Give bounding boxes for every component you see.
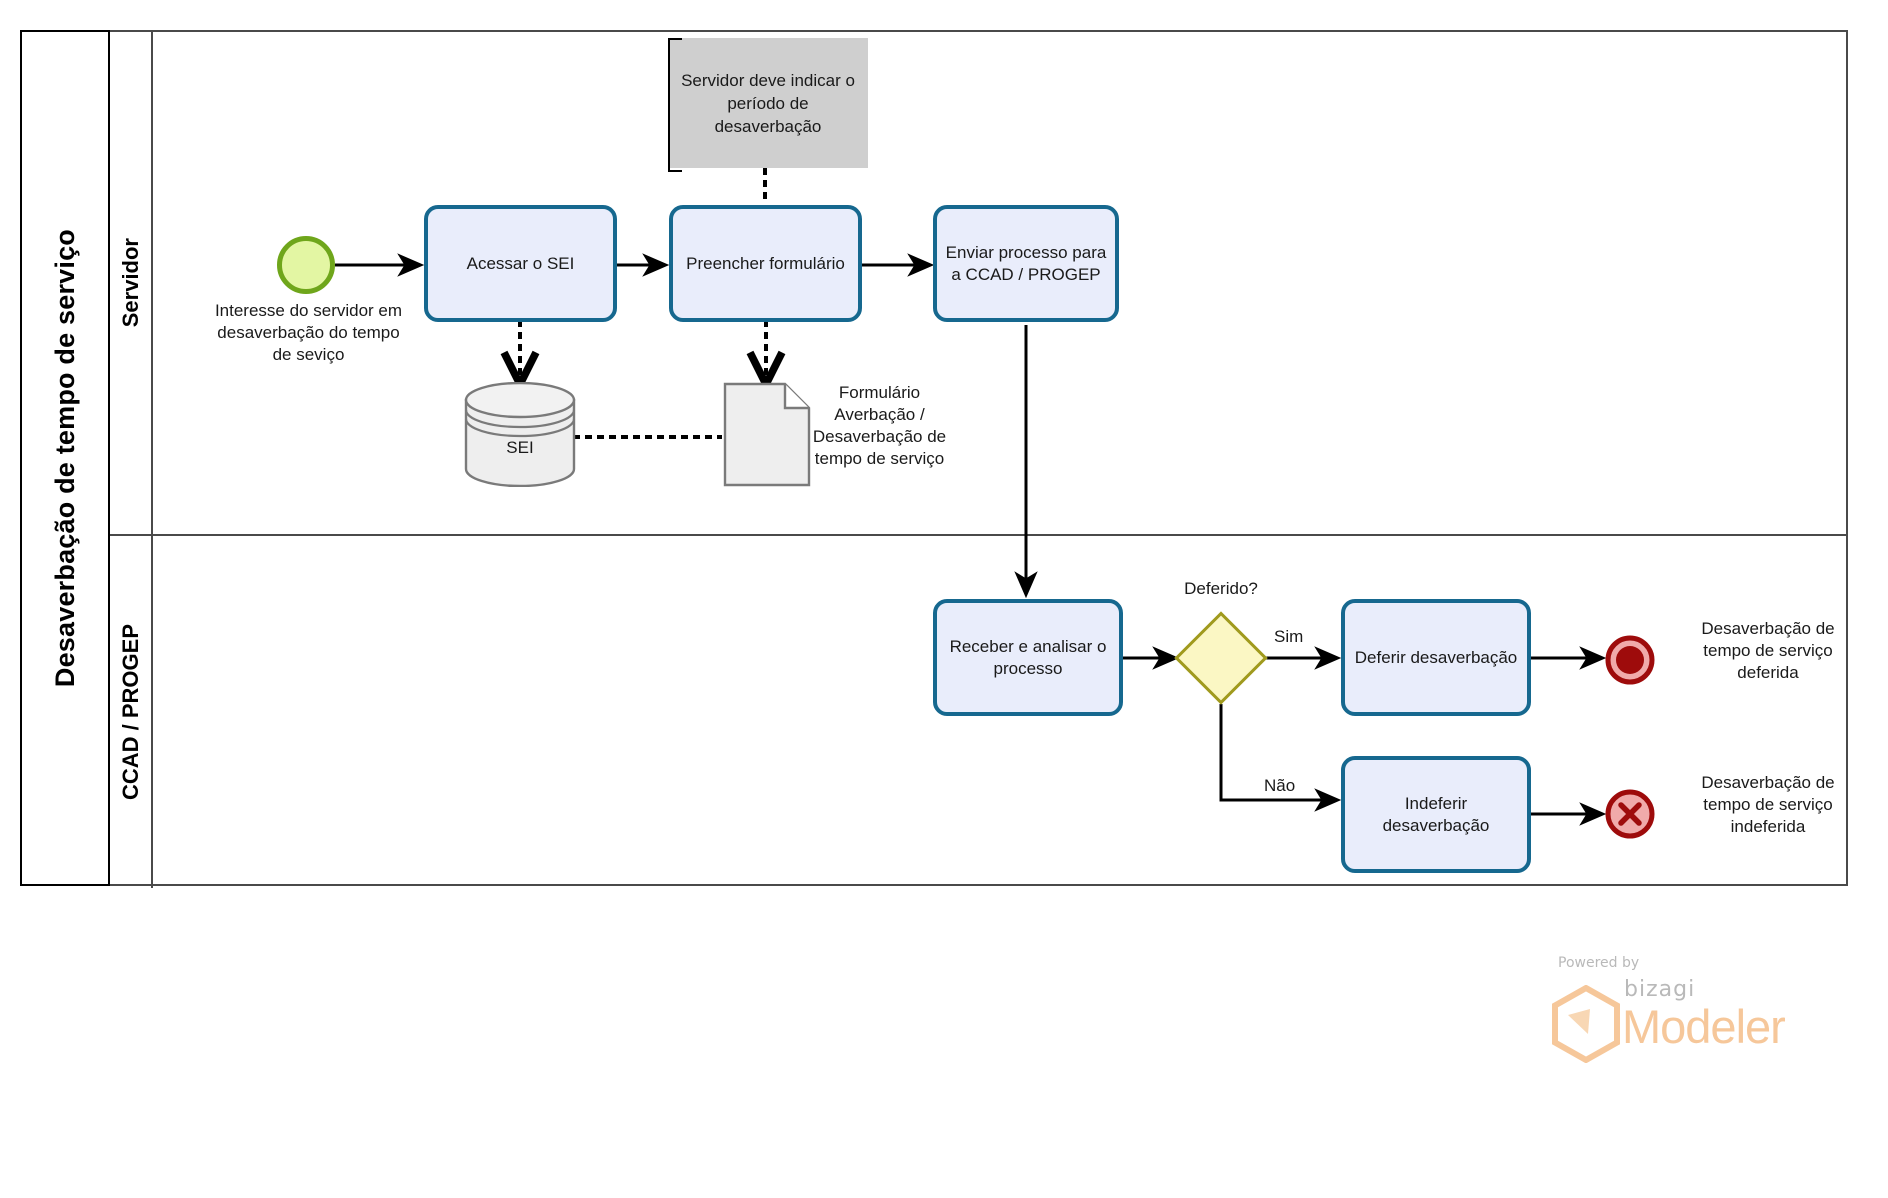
watermark-product: Modeler: [1622, 1000, 1786, 1053]
lane-label-ccad-progep: CCAD / PROGEP: [117, 623, 143, 801]
task-preencher-formulario[interactable]: Preencher formulário: [669, 205, 862, 322]
bizagi-watermark: Powered by bizagi Modeler: [1528, 955, 1788, 1065]
data-object-formulario: [723, 382, 811, 487]
lane-container: Servidor CCAD / PROGEP: [110, 30, 1848, 888]
watermark-powered-by-label: Powered by: [1558, 955, 1640, 971]
lane-header-ccad-progep: CCAD / PROGEP: [110, 536, 153, 888]
data-store-sei: SEI: [463, 381, 577, 488]
task-deferir-desaverbacao[interactable]: Deferir desaverbação: [1341, 599, 1531, 716]
end-event-indeferida-label: Desaverbação de tempo de serviço indefer…: [1701, 773, 1835, 836]
pool-title: Desaverbação de tempo de serviço: [49, 228, 80, 688]
end-event-deferida-label: Desaverbação de tempo de serviço deferid…: [1701, 619, 1835, 682]
end-event-indeferida[interactable]: [1605, 789, 1655, 839]
pool-header: Desaverbação de tempo de serviço: [20, 30, 110, 886]
lane-header-servidor: Servidor: [110, 32, 153, 534]
pool-desaverbacao: Desaverbação de tempo de serviço Servido…: [20, 30, 1848, 888]
start-event-label: Interesse do servidor em desaverbação do…: [214, 301, 403, 364]
data-object-label: Formulário Averbação / Desaverbação de t…: [812, 383, 947, 468]
watermark-brand: bizagi: [1624, 977, 1696, 1002]
end-event-deferida[interactable]: [1605, 635, 1655, 685]
lane-servidor: Servidor: [110, 32, 1848, 536]
text-annotation-periodo: Servidor deve indicar o período de desav…: [668, 38, 868, 168]
annotation-bracket: [668, 38, 682, 172]
flow-label-nao: Não: [1264, 776, 1296, 795]
lane-label-servidor: Servidor: [117, 238, 143, 328]
gateway-label: Deferido?: [1184, 579, 1258, 598]
start-event-interesse-servidor[interactable]: [277, 236, 335, 294]
task-acessar-o-sei[interactable]: Acessar o SEI: [424, 205, 617, 322]
lane-ccad-progep: CCAD / PROGEP: [110, 536, 1848, 888]
task-enviar-processo-ccad-progep[interactable]: Enviar processo para a CCAD / PROGEP: [933, 205, 1119, 322]
task-receber-analisar-processo[interactable]: Receber e analisar o processo: [933, 599, 1123, 716]
task-indeferir-desaverbacao[interactable]: Indeferir desaverbação: [1341, 756, 1531, 873]
bizagi-hexagon-icon: [1550, 984, 1622, 1068]
flow-label-sim: Sim: [1274, 627, 1304, 646]
data-store-label: SEI: [506, 438, 534, 457]
